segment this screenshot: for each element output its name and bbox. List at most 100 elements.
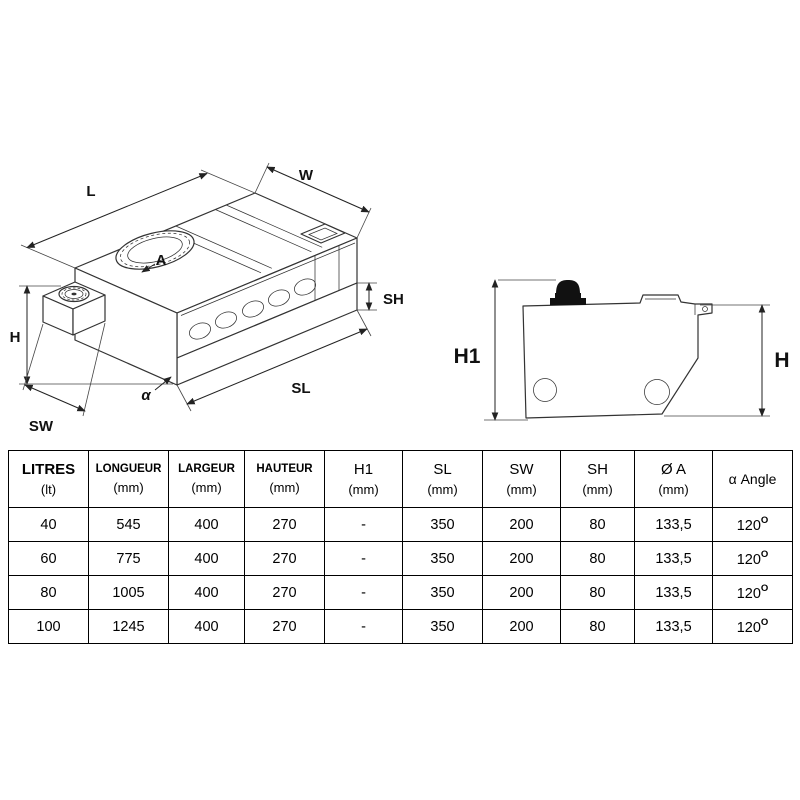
col-title: LONGUEUR: [95, 463, 162, 476]
cell-largeur: 400: [168, 541, 245, 576]
label-H-side: H: [774, 349, 789, 372]
cell-largeur: 400: [168, 609, 245, 644]
dimension-SL-arrow: [186, 328, 368, 405]
col-unit: (mm): [113, 479, 144, 495]
col-header-angle: α Angle: [712, 450, 793, 508]
label-L: L: [86, 183, 95, 200]
cell-sl: 350: [402, 575, 483, 610]
label-A: A: [156, 252, 167, 269]
tank-profile: [522, 294, 713, 419]
cell-diam-a: 133,5: [634, 507, 713, 542]
col-unit: (mm): [269, 479, 300, 495]
label-alpha: α: [141, 387, 151, 404]
cell-hauteur: 270: [244, 575, 325, 610]
cell-diam-a: 133,5: [634, 541, 713, 576]
angle-degree-mark: O: [760, 582, 769, 594]
cell-sl: 350: [402, 541, 483, 576]
col-header-largeur: LARGEUR (mm): [168, 450, 245, 508]
cell-largeur: 400: [168, 575, 245, 610]
dimension-SW-arrow: [24, 384, 86, 412]
angle-degree-mark: O: [760, 514, 769, 526]
col-title: H1: [353, 461, 374, 479]
cell-sh: 80: [560, 609, 635, 644]
angle-value: 120: [736, 619, 761, 636]
side-view-drawing: H1 H: [454, 279, 790, 421]
cell-sh: 80: [560, 507, 635, 542]
outlet-hole-right: [644, 379, 670, 405]
col-unit: (mm): [582, 481, 613, 497]
dimension-alpha-arrow: [154, 376, 172, 391]
angle-degree-mark: O: [760, 548, 769, 560]
col-title: HAUTEUR: [256, 463, 313, 476]
col-header-sh: SH (mm): [560, 450, 635, 508]
tank-side-outline: [522, 294, 713, 419]
col-unit: (mm): [658, 481, 689, 497]
cell-h1: -: [324, 609, 403, 644]
header-row: LITRES (lt) LONGUEUR (mm) LARGEUR (mm) H…: [8, 450, 793, 508]
dimension-L-arrow: [26, 173, 208, 248]
cell-hauteur: 270: [244, 609, 325, 644]
table-row: 80 1005 400 270 - 350 200 80 133,5 120O: [8, 575, 793, 610]
drain-cap-icon: [58, 285, 90, 303]
cell-sw: 200: [482, 507, 561, 542]
cell-longueur: 545: [88, 507, 169, 542]
label-SH: SH: [383, 291, 404, 308]
cap-silhouette-icon: [550, 280, 586, 305]
cell-h1: -: [324, 575, 403, 610]
dimension-lines: [19, 162, 377, 417]
label-H: H: [10, 329, 21, 346]
top-plate-detail: [300, 223, 346, 244]
spec-table: LITRES (lt) LONGUEUR (mm) LARGEUR (mm) H…: [8, 450, 793, 644]
cell-sh: 80: [560, 541, 635, 576]
col-unit: (mm): [348, 481, 379, 497]
cell-diam-a: 133,5: [634, 575, 713, 610]
angle-value: 120: [736, 517, 761, 534]
dimension-lines: [484, 279, 770, 421]
cell-longueur: 1245: [88, 609, 169, 644]
label-W: W: [299, 167, 314, 184]
outlet-hole-left: [533, 378, 557, 402]
col-title: LARGEUR: [178, 463, 235, 476]
col-title: LITRES: [21, 461, 76, 479]
cell-h1: -: [324, 507, 403, 542]
dimension-W-arrow: [266, 166, 370, 213]
cell-sh: 80: [560, 575, 635, 610]
mount-hole-icon: [702, 306, 708, 312]
cell-angle: 120O: [712, 575, 793, 610]
col-header-hauteur: HAUTEUR (mm): [244, 450, 325, 508]
col-title: SH: [587, 461, 608, 479]
table-row: 40 545 400 270 - 350 200 80 133,5 120O: [8, 507, 793, 542]
cell-angle: 120O: [712, 507, 793, 542]
cell-longueur: 1005: [88, 575, 169, 610]
cell-litres: 100: [8, 609, 89, 644]
cell-sw: 200: [482, 575, 561, 610]
label-H1: H1: [454, 345, 481, 368]
dimension-labels: L W H A SH SL SW α: [10, 167, 404, 435]
cell-longueur: 775: [88, 541, 169, 576]
col-title: SW: [509, 461, 534, 479]
col-header-litres: LITRES (lt): [8, 450, 89, 508]
cell-angle: 120O: [712, 541, 793, 576]
col-title: SL: [433, 461, 452, 479]
label-SW: SW: [29, 418, 54, 435]
col-header-longueur: LONGUEUR (mm): [88, 450, 169, 508]
label-SL: SL: [291, 380, 310, 397]
angle-value: 120: [736, 551, 761, 568]
table-row: 100 1245 400 270 - 350 200 80 133,5 120O: [8, 609, 793, 644]
col-unit: (mm): [506, 481, 537, 497]
col-header-diam-a: Ø A (mm): [634, 450, 713, 508]
col-title: Ø A: [660, 461, 686, 479]
col-unit: (mm): [191, 479, 222, 495]
col-header-h1: H1 (mm): [324, 450, 403, 508]
angle-degree-mark: O: [760, 616, 769, 628]
cell-litres: 80: [8, 575, 89, 610]
cell-diam-a: 133,5: [634, 609, 713, 644]
table-row: 60 775 400 270 - 350 200 80 133,5 120O: [8, 541, 793, 576]
cell-angle: 120O: [712, 609, 793, 644]
col-unit: (mm): [427, 481, 458, 497]
col-header-sw: SW (mm): [482, 450, 561, 508]
col-unit: (lt): [40, 481, 57, 497]
cell-sw: 200: [482, 541, 561, 576]
cell-h1: -: [324, 541, 403, 576]
